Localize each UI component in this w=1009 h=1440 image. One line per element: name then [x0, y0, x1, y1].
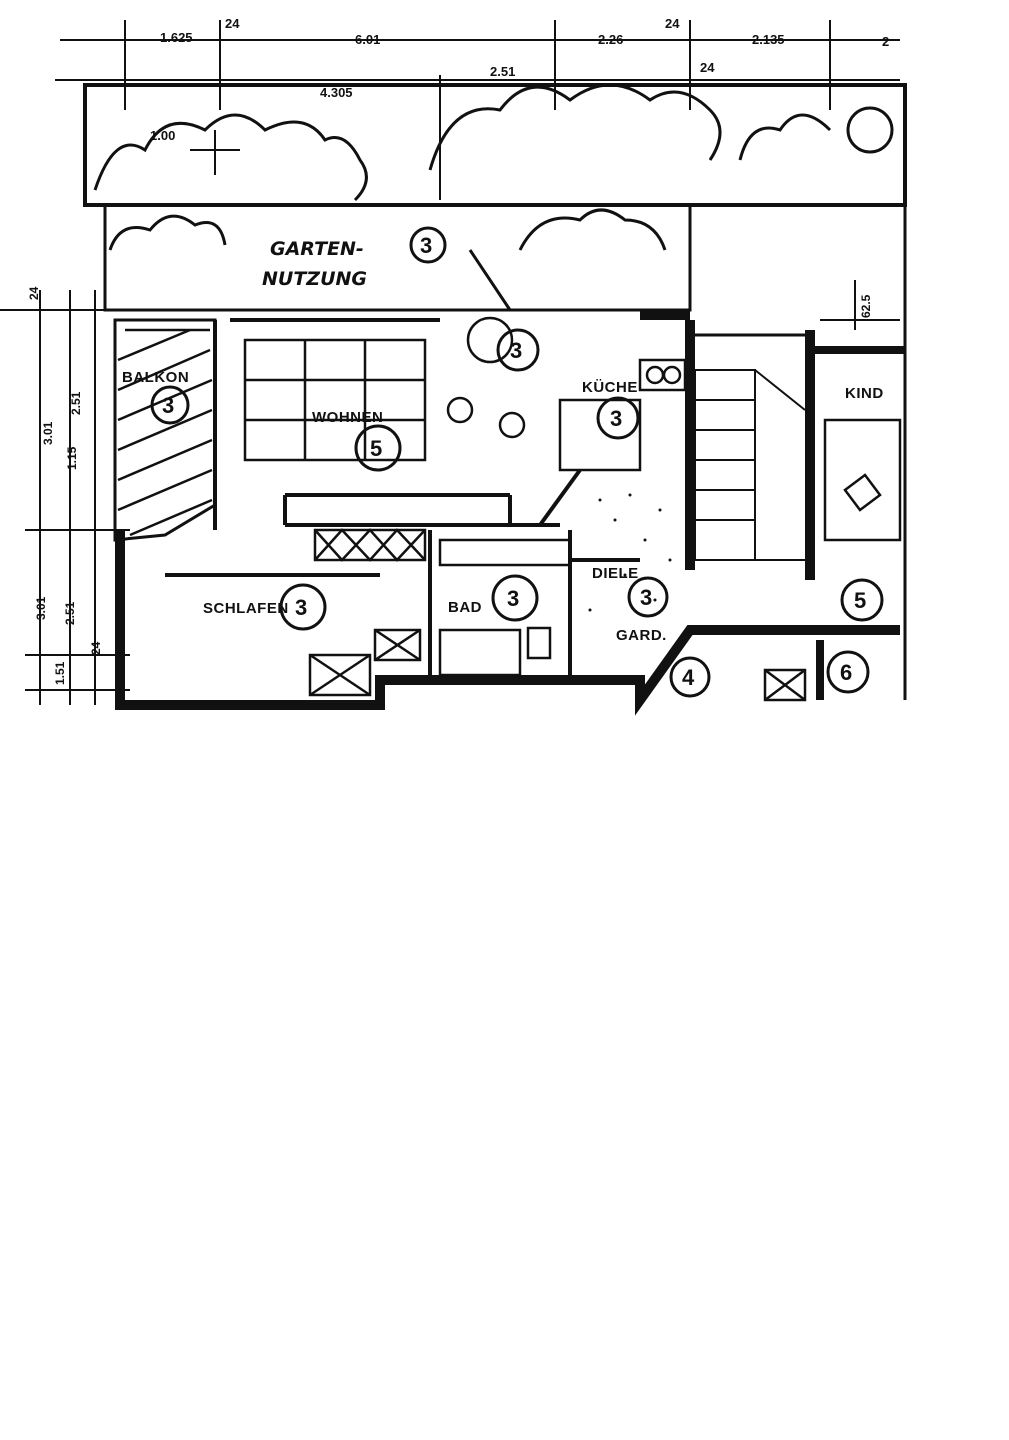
- living-furniture: [243, 316, 526, 462]
- marker-right-lower: 5: [854, 588, 866, 613]
- garden-label-line2: NUTZUNG: [262, 268, 367, 290]
- garden-label: GARTEN- NUTZUNG 3: [262, 226, 447, 290]
- dim-label: 24: [89, 641, 103, 655]
- dim-label: 2.51: [69, 391, 83, 415]
- room-label-diele: DIELE: [592, 565, 639, 582]
- room-marker-garderobe: 4: [682, 665, 695, 690]
- dim-label: 1.51: [53, 661, 67, 685]
- dim-label: 24: [665, 16, 680, 31]
- dim-label: 62.5: [859, 294, 873, 318]
- dim-label: 24: [700, 60, 715, 75]
- dim-label: 6.01: [355, 32, 380, 47]
- dim-label: 2.51: [490, 64, 515, 79]
- exterior-walls: [115, 90, 907, 716]
- fixtures: [438, 358, 687, 677]
- dim-label: 1.00: [150, 128, 175, 143]
- room-marker-circle: [596, 396, 640, 440]
- room-marker-wohnen: 5: [370, 436, 382, 461]
- top-dimension-lines: [55, 20, 900, 200]
- staircase: [694, 369, 806, 561]
- room-marker-circle: [354, 424, 402, 472]
- dim-label: 2.51: [63, 601, 77, 625]
- room-marker-circle: [279, 583, 327, 631]
- extra-markers: 3 5 6: [496, 328, 884, 694]
- marker-right-bottom: 6: [840, 660, 852, 685]
- room-label-balkon: BALKON: [122, 369, 189, 386]
- dim-label: 2: [882, 34, 889, 49]
- garden-marker-circle: [409, 226, 447, 264]
- room-marker-diele: 3: [640, 585, 652, 610]
- room-label-wohnen: WOHNEN: [312, 409, 383, 426]
- room-marker-bad: 3: [507, 586, 519, 611]
- dim-label: 24: [27, 286, 41, 300]
- dim-label: 1.15: [65, 446, 79, 470]
- garden-label-line1: GARTEN-: [270, 238, 364, 260]
- marker-terrace: 3: [510, 338, 522, 363]
- room-marker-circle: [150, 385, 190, 425]
- top-dimension-labels: 1.625 24 6.01 2.26 24 2.135 2 4.305 2.51…: [150, 16, 889, 143]
- side-dimension-labels: 24 3.01 1.15 2.51 3.01 2.51 24 1.51 62.5: [27, 286, 873, 685]
- room-marker-circle: [491, 574, 539, 622]
- room-label-bad: BAD: [448, 599, 482, 616]
- side-dimension-lines: [0, 280, 900, 705]
- dim-label: 3.01: [41, 421, 55, 445]
- room-marker-schlafen: 3: [295, 595, 307, 620]
- dim-label: 3.01: [34, 596, 48, 620]
- dim-label: 2.26: [598, 32, 623, 47]
- kind-furniture: [823, 418, 902, 542]
- dim-label: 1.625: [160, 30, 193, 45]
- garden-marker: 3: [420, 233, 432, 258]
- room-label-kuche: KÜCHE: [582, 379, 638, 396]
- room-label-schlafen: SCHLAFEN: [203, 600, 289, 617]
- dim-label: 2.135: [752, 32, 785, 47]
- dim-label: 24: [225, 16, 240, 31]
- hall-floor: [588, 493, 672, 612]
- marker-circle: [840, 578, 884, 622]
- room-marker-circle: [669, 656, 711, 698]
- window-crosses: [308, 528, 807, 702]
- marker-circle: [826, 650, 870, 694]
- room-marker-circle: [627, 576, 669, 618]
- dim-label: 4.305: [320, 85, 353, 100]
- room-marker-balkon: 3: [162, 393, 174, 418]
- room-labels: BALKON 3 WOHNEN 5 KÜCHE 3 KIND SCHLAFEN …: [122, 369, 884, 698]
- room-label-kind: KIND: [845, 385, 884, 402]
- room-label-garderobe: GARD.: [616, 627, 667, 644]
- balcony-hatch: [113, 318, 217, 542]
- room-marker-kuche: 3: [610, 406, 622, 431]
- marker-circle: [496, 328, 540, 372]
